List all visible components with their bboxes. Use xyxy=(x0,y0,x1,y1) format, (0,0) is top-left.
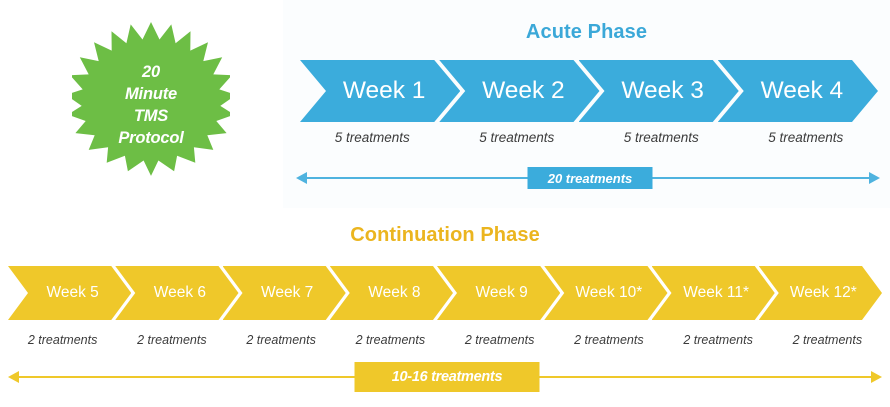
acute-week-chevron[interactable]: Week 3 xyxy=(579,60,739,122)
continuation-week-treatments: 2 treatments xyxy=(792,333,863,347)
continuation-week-treatments: 2 treatments xyxy=(137,333,207,347)
badge-line-1: 20 xyxy=(142,63,160,82)
continuation-week-treatments: 2 treatments xyxy=(246,333,316,347)
acute-week-treatments: 5 treatments xyxy=(479,130,555,145)
continuation-week-treatments: 2 treatments xyxy=(355,333,426,347)
continuation-week-chevron[interactable]: Week 9 xyxy=(437,266,560,320)
continuation-phase-summary-label: 10-16 treatments xyxy=(354,362,540,392)
acute-phase-title: Acute Phase xyxy=(525,21,648,43)
arrow-left-head-icon xyxy=(296,172,307,184)
acute-week-label: Week 1 xyxy=(342,77,426,105)
continuation-week-chevron[interactable]: Week 5 xyxy=(8,266,131,320)
continuation-week-label: Week 8 xyxy=(368,283,421,301)
acute-week-label: Week 4 xyxy=(760,77,844,105)
continuation-week-label: Week 6 xyxy=(153,283,207,301)
continuation-phase-week-chevrons: Week 5 Week 6 Week 7 Week 8 Week 9 Week … xyxy=(8,266,882,320)
continuation-week-treatments: 2 treatments xyxy=(574,333,644,347)
continuation-week-label: Week 9 xyxy=(475,283,528,301)
acute-phase-treatment-captions: 5 treatments 5 treatments 5 treatments 5… xyxy=(300,130,878,145)
continuation-week-chevron[interactable]: Week 12* xyxy=(759,266,882,320)
badge-line-2: Minute xyxy=(125,85,177,104)
continuation-phase-treatment-captions: 2 treatments 2 treatments 2 treatments 2… xyxy=(8,333,882,347)
continuation-phase-summary-arrow: 10-16 treatments xyxy=(8,360,882,394)
acute-phase-week-chevrons: Week 1 Week 2 Week 3 Week 4 xyxy=(300,60,878,122)
continuation-week-label: Week 12* xyxy=(789,283,857,301)
continuation-week-chevron[interactable]: Week 7 xyxy=(223,266,346,320)
acute-week-treatments: 5 treatments xyxy=(623,130,699,145)
badge-line-4: Protocol xyxy=(118,128,184,147)
continuation-week-chevron[interactable]: Week 10* xyxy=(544,266,667,320)
continuation-week-treatments: 2 treatments xyxy=(464,333,535,347)
acute-phase-summary-label: 20 treatments xyxy=(527,167,653,189)
acute-phase-summary-arrow: 20 treatments xyxy=(296,161,880,195)
acute-week-treatments: 5 treatments xyxy=(334,130,410,145)
acute-week-treatments: 5 treatments xyxy=(768,130,844,145)
acute-week-chevron[interactable]: Week 1 xyxy=(300,60,460,122)
acute-week-label: Week 2 xyxy=(482,77,565,105)
tms-protocol-badge: 20 Minute TMS Protocol xyxy=(72,20,230,192)
continuation-week-treatments: 2 treatments xyxy=(27,333,98,347)
arrow-right-head-icon xyxy=(871,371,882,383)
acute-week-chevron[interactable]: Week 2 xyxy=(439,60,599,122)
continuation-week-label: Week 11* xyxy=(683,283,750,301)
starburst-icon xyxy=(72,22,230,176)
acute-week-label: Week 3 xyxy=(621,77,704,105)
badge-line-3: TMS xyxy=(133,107,169,125)
continuation-week-label: Week 10* xyxy=(575,283,643,301)
continuation-week-chevron[interactable]: Week 8 xyxy=(330,266,453,320)
continuation-phase-title: Continuation Phase xyxy=(350,224,540,246)
arrow-right-head-icon xyxy=(869,172,880,184)
continuation-week-treatments: 2 treatments xyxy=(683,333,753,347)
continuation-week-label: Week 5 xyxy=(46,283,99,301)
continuation-week-label: Week 7 xyxy=(260,283,314,301)
continuation-week-chevron[interactable]: Week 6 xyxy=(115,266,238,320)
badge-text: 20 Minute TMS Protocol xyxy=(72,20,230,192)
acute-week-chevron[interactable]: Week 4 xyxy=(718,60,878,122)
arrow-left-head-icon xyxy=(8,371,19,383)
continuation-week-chevron[interactable]: Week 11* xyxy=(652,266,775,320)
